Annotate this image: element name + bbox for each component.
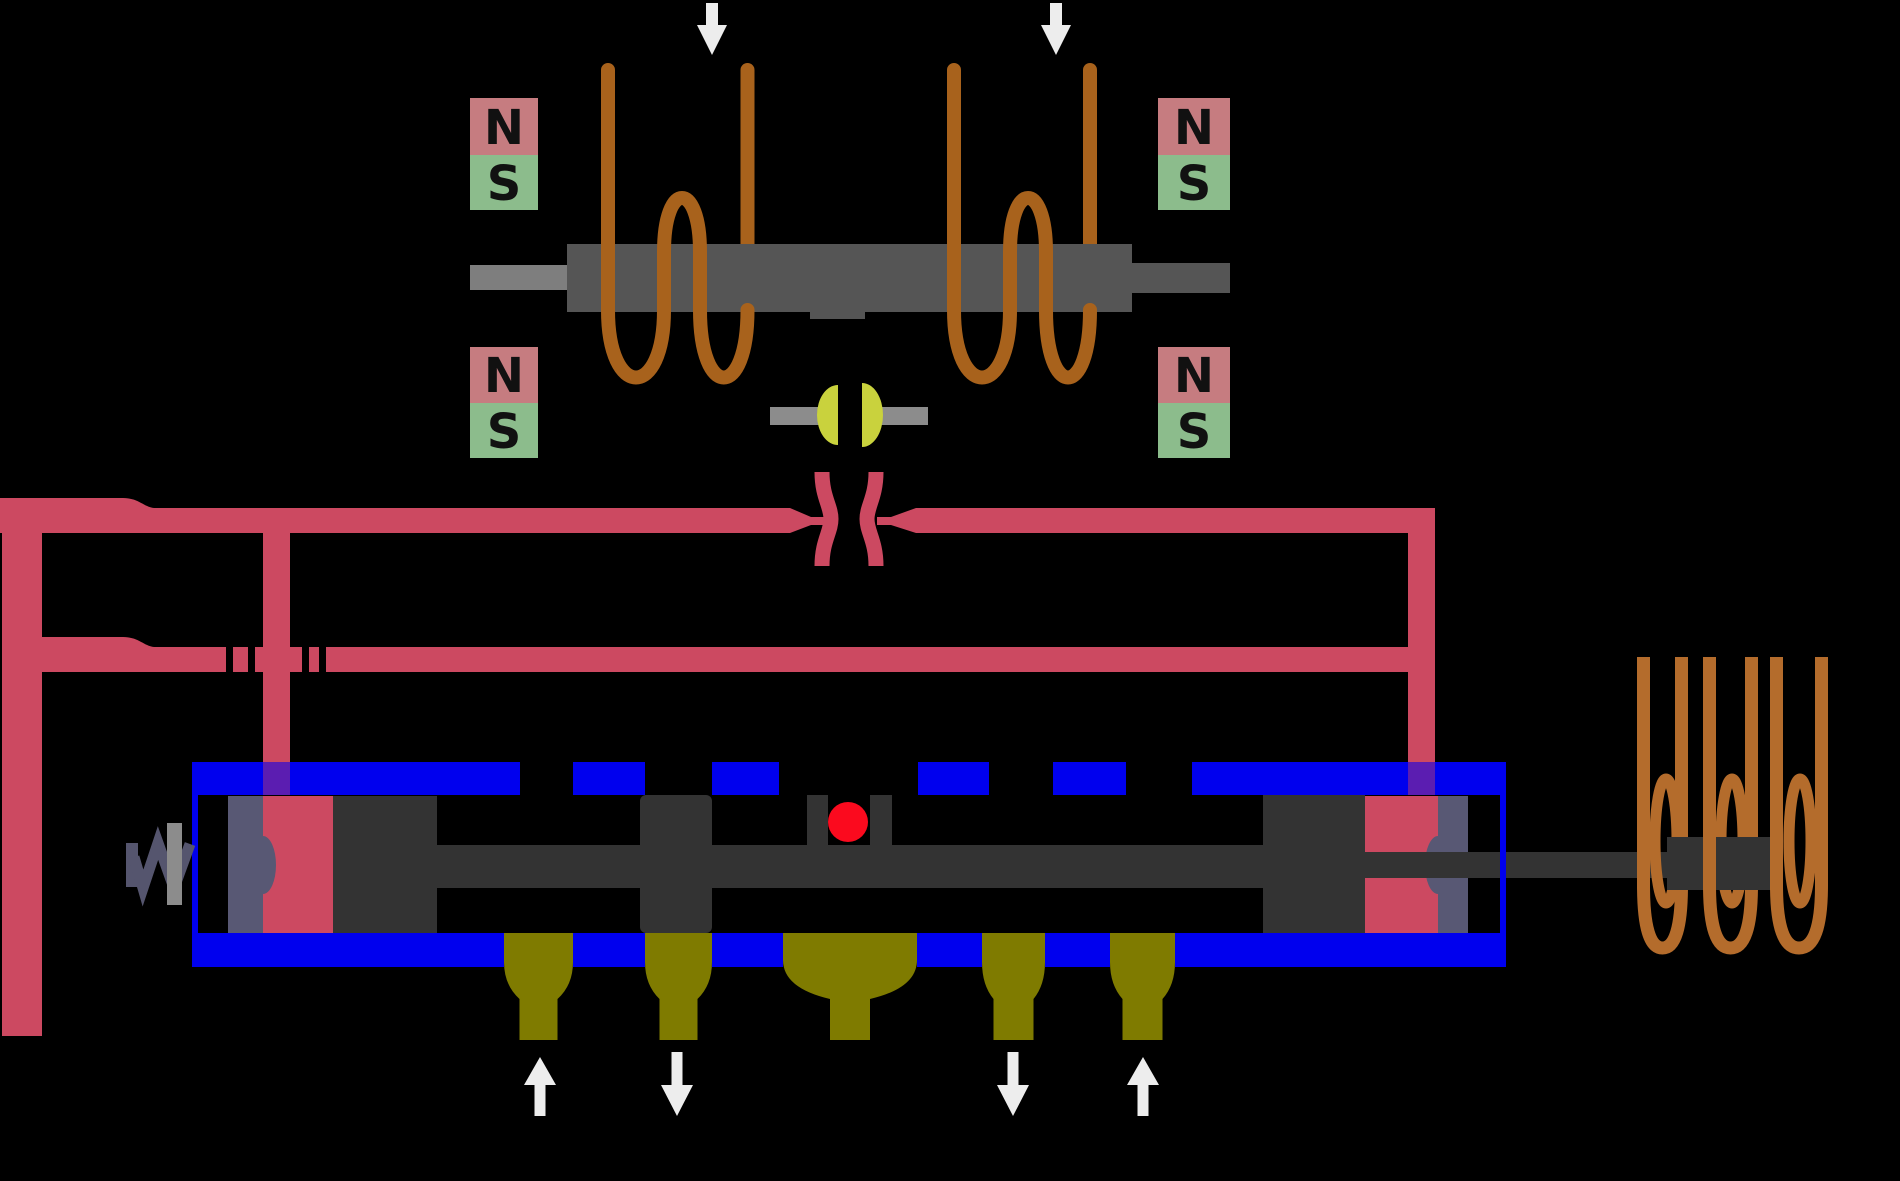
valve-2 <box>645 933 712 1040</box>
engine-block <box>126 762 1667 1040</box>
pipe-break-marks <box>226 645 326 674</box>
coupler-ball-left-half <box>817 385 838 445</box>
spark-cup-left-post <box>807 795 828 847</box>
magnet-label-s: S <box>487 404 522 460</box>
manifold-upper-line-left <box>0 498 825 533</box>
rebound-spring <box>126 823 196 907</box>
arrow-down-icon <box>997 1052 1029 1116</box>
magnet-lower-right: N S <box>1158 347 1230 460</box>
alternator-coil-left <box>601 63 755 385</box>
magnet-label-s: S <box>487 156 522 212</box>
coupler-ball-right-half <box>862 383 883 447</box>
alternator-coil-right <box>947 63 1097 385</box>
arrow-up-icon <box>524 1057 556 1116</box>
top-flow-arrows <box>697 3 1071 55</box>
magnet-label-s: S <box>1177 404 1212 460</box>
top-wall-segment <box>712 762 779 795</box>
solenoid-loop-lens <box>1783 773 1817 909</box>
top-wall-segment <box>573 762 645 795</box>
magnet-lower-left: N S <box>470 347 538 460</box>
cylinder-walls <box>192 762 1506 967</box>
pipe-break-slit <box>248 645 255 674</box>
magnet-upper-left: N S <box>470 98 538 212</box>
magnet-label-s: S <box>1177 156 1212 212</box>
magnet-label-n: N <box>1174 348 1214 404</box>
manifold-lower-line <box>42 637 1408 672</box>
solenoid-assembly <box>1637 657 1828 955</box>
left-wall <box>192 762 198 967</box>
shaft-left-stub <box>470 265 567 290</box>
solenoid-hairpin <box>1637 657 1688 955</box>
spring-plate <box>167 823 182 905</box>
valve-row <box>504 933 1175 1040</box>
valve-1 <box>504 933 573 1040</box>
piston-assembly <box>333 795 1365 933</box>
magnet-north-pole <box>470 98 538 155</box>
arrow-down-icon <box>1041 3 1071 55</box>
fuel-manifold <box>0 471 1435 1036</box>
translator-shaft <box>470 244 1230 319</box>
manifold-left-downpipe <box>263 533 290 795</box>
left-membrane <box>228 796 276 933</box>
shaft-bottom-tab <box>810 312 865 319</box>
top-wall-segment <box>1192 762 1502 795</box>
coupler-assembly <box>770 383 928 447</box>
solenoid-plunger <box>1667 837 1775 890</box>
arrow-up-icon <box>1127 1057 1159 1116</box>
shaft-right-stub <box>1132 263 1230 293</box>
solenoid-hairpin <box>1770 657 1828 955</box>
magnet-label-n: N <box>1174 100 1214 156</box>
membrane-bump <box>263 836 276 894</box>
coupler-rod-right <box>877 407 928 425</box>
arrow-down-icon <box>697 3 727 55</box>
magnet-north-pole <box>470 347 538 403</box>
bottom-wall-segment <box>1045 933 1110 967</box>
pipe-wall-overlap-left <box>263 762 290 795</box>
pipe-break-slit <box>226 645 233 674</box>
spark-cup-right-post <box>870 795 892 847</box>
valve-5 <box>1110 933 1175 1040</box>
bottom-wall-segment <box>1175 933 1502 967</box>
arrow-down-icon <box>661 1052 693 1116</box>
piston-right-head <box>1263 795 1365 933</box>
manifold-left-trunk <box>2 498 42 1036</box>
magnet-upper-right: N S <box>1158 98 1230 212</box>
pipe-wall-overlap-right <box>1408 762 1435 795</box>
venturi-strand-left <box>814 471 839 567</box>
solenoid-back-strands <box>1637 657 1828 955</box>
spark-dot <box>828 802 868 842</box>
bottom-wall-segment <box>192 933 504 967</box>
bottom-wall-segment <box>917 933 982 967</box>
top-wall-segment <box>918 762 989 795</box>
magnet-south-pole <box>470 403 538 458</box>
piston-left-head <box>333 796 437 933</box>
magnet-label-n: N <box>484 100 524 156</box>
coupler-rod-left <box>770 407 822 425</box>
pipe-break-slit <box>302 645 309 674</box>
magnet-south-pole <box>1158 155 1230 210</box>
pipe-break-slit <box>319 645 326 674</box>
top-wall-segment <box>1053 762 1126 795</box>
piston-crosshead <box>640 795 712 933</box>
magnet-north-pole <box>1158 98 1230 155</box>
piston-main-rod <box>437 845 1263 888</box>
bottom-flow-arrows <box>524 1052 1159 1116</box>
output-rod <box>1365 852 1667 878</box>
magnet-south-pole <box>1158 403 1230 458</box>
top-wall-segment <box>192 762 520 795</box>
membrane-body <box>228 796 263 933</box>
valve-4 <box>982 933 1045 1040</box>
valve-3-wide <box>783 933 917 1040</box>
magnet-north-pole <box>1158 347 1230 403</box>
bottom-wall-segment <box>712 933 783 967</box>
linear-alternator: N S N S N S N S <box>470 3 1230 460</box>
magnet-south-pole <box>470 155 538 210</box>
bottom-wall-segment <box>573 933 645 967</box>
venturi-strand-right <box>859 471 884 567</box>
solenoid-hairpin <box>1703 657 1758 955</box>
magnet-label-n: N <box>484 348 524 404</box>
right-wall <box>1500 762 1506 967</box>
